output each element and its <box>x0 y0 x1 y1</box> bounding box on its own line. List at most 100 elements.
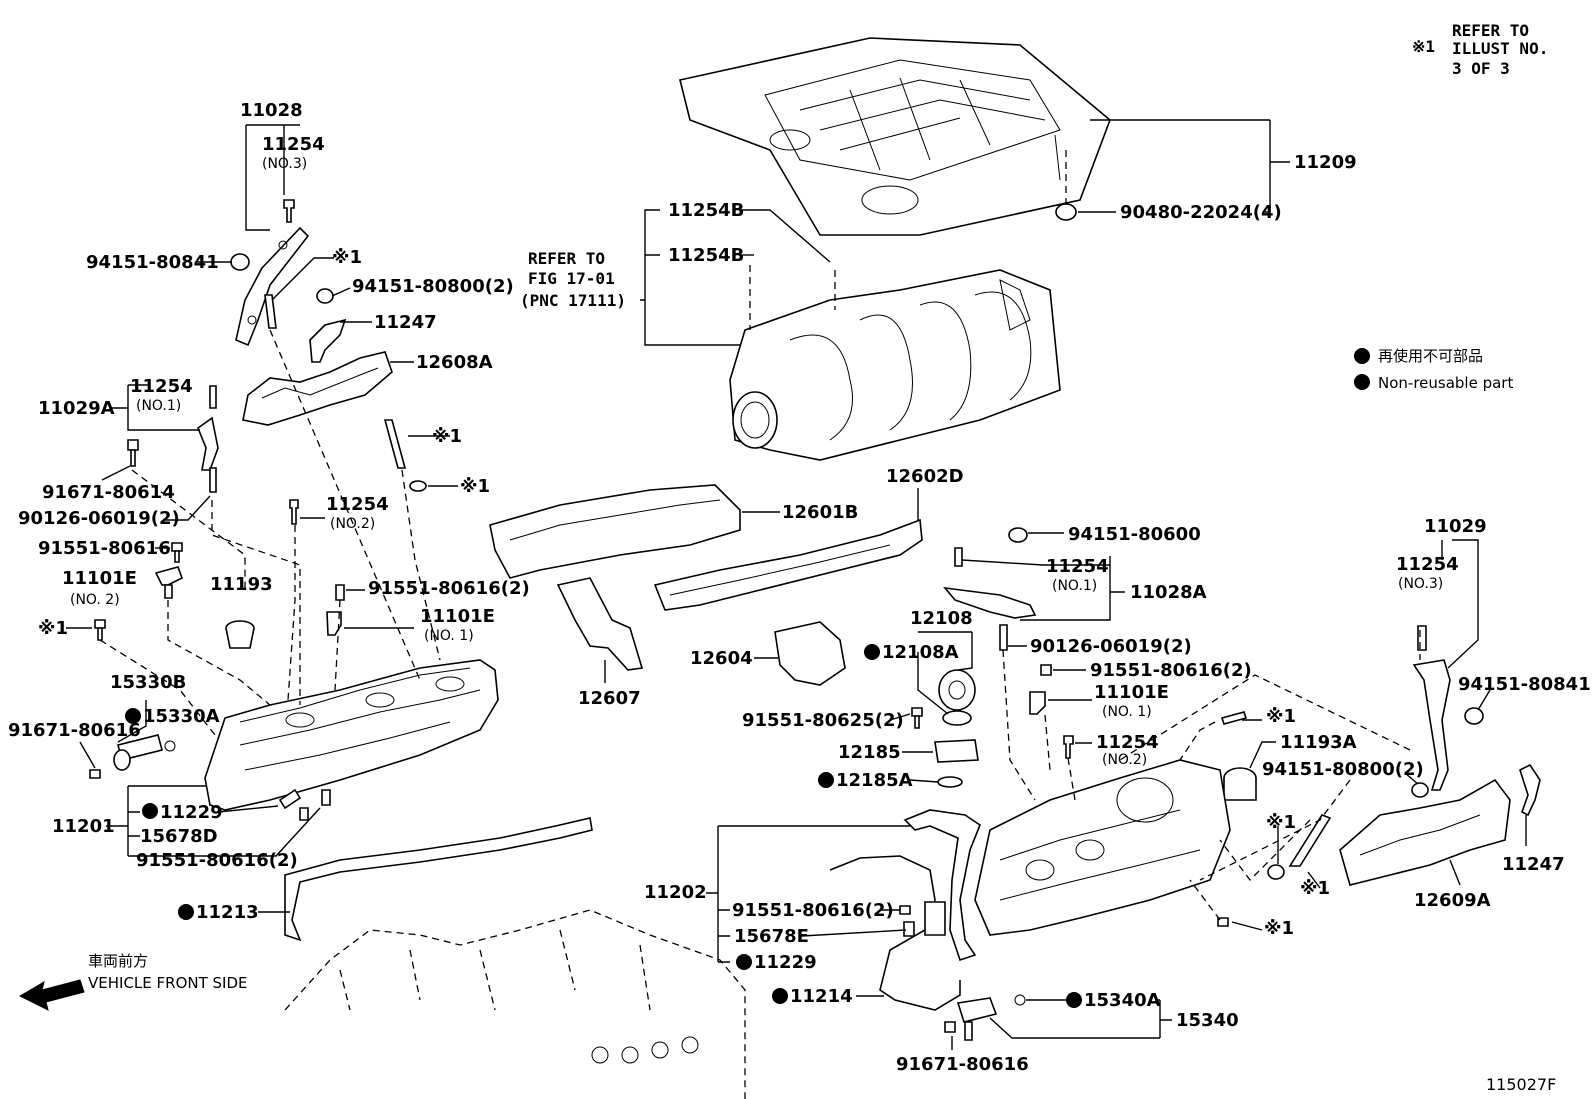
label-15340: 15340 <box>1176 1010 1239 1031</box>
bolt-11254-no2-drawing <box>289 499 299 525</box>
illustration-number: 115027F <box>1486 1075 1556 1094</box>
bolt-91671-80616-drawing <box>89 769 101 779</box>
cap-11193-drawing <box>225 620 255 649</box>
label-91671-80614: 91671-80614 <box>42 482 175 503</box>
gasket-12185-drawing <box>934 739 979 788</box>
label-11029: 11029 <box>1424 516 1487 537</box>
non-reusable-dot-icon <box>178 904 194 920</box>
label-12108A: 12108A <box>882 642 959 663</box>
insulator-12602D-drawing <box>653 518 923 611</box>
cylinder-head-cover-11201-drawing <box>204 659 499 811</box>
non-reusable-dot-icon <box>1354 348 1370 364</box>
label-12602D: 12602D <box>886 466 964 487</box>
ocv-15330B-drawing <box>113 734 176 771</box>
cap-11193A-drawing <box>1223 767 1257 801</box>
bracket-11247-right-drawing <box>1519 763 1541 817</box>
label-90480-22024: 90480-22024(4) <box>1120 202 1282 223</box>
insulator-12604-drawing <box>774 621 846 686</box>
label-91551-80616-2-bottom: 91551-80616(2) <box>732 900 894 921</box>
ocv-15340-drawing <box>944 994 1026 1041</box>
label-11101E-no2-sub: (NO. 2) <box>70 592 120 608</box>
front-arrow-icon <box>18 979 85 1011</box>
label-11028: 11028 <box>240 100 303 121</box>
label-15678E: 15678E <box>734 926 809 947</box>
front-label-en: VEHICLE FRONT SIDE <box>88 974 248 992</box>
non-reusable-dot-icon <box>125 708 141 724</box>
insulator-12601B-drawing <box>489 484 741 579</box>
refer-fig-line3: (PNC 17111) <box>520 291 626 310</box>
non-reusable-dot-icon <box>142 803 158 819</box>
bolt-91671-80614-drawing <box>127 439 139 467</box>
bolt-15678D-drawing <box>299 789 331 821</box>
label-94151-80800-left: 94151-80800(2) <box>352 276 514 297</box>
label-11029A: 11029A <box>38 398 115 419</box>
label-91551-80616-left: 91551-80616 <box>38 538 171 559</box>
label-11247-right: 11247 <box>1502 854 1565 875</box>
label-11201: 11201 <box>52 816 115 837</box>
stud-x1-drawing <box>383 419 427 492</box>
label-12185: 12185 <box>838 742 901 763</box>
bolt-11254-no2-right-drawing <box>1063 735 1074 759</box>
label-11254-no2-right: 11254 <box>1096 732 1159 753</box>
bolt-91551-80616-drawing <box>171 542 183 563</box>
label-11254-no1-left-sub: (NO.1) <box>136 398 181 414</box>
refer-fig-line2: FIG 17-01 <box>528 269 615 288</box>
refer-mark: ※1 <box>1412 37 1435 56</box>
label-91551-80616-2-mid: 91551-80616(2) <box>368 578 530 599</box>
ref-mark-6: ※1 <box>1266 812 1296 833</box>
engine-cover-drawing <box>679 37 1111 236</box>
bolt-11254-no3-drawing <box>283 199 295 223</box>
label-91671-80616-bottom: 91671-80616 <box>896 1054 1029 1075</box>
label-15330A: 15330A <box>143 706 220 727</box>
assembly-lines <box>99 265 1421 921</box>
nut-94151-80841-drawing <box>230 253 250 271</box>
label-15330B: 15330B <box>110 672 186 693</box>
sensor-11101E-no2-drawing <box>154 566 183 599</box>
bolt-x1-drawing <box>94 619 106 641</box>
label-12185A: 12185A <box>836 770 913 791</box>
refer-line1: REFER TO <box>1452 21 1529 40</box>
stud-x1-right2-drawing <box>1267 814 1332 880</box>
label-11214: 11214 <box>790 986 853 1007</box>
label-12604: 12604 <box>690 648 753 669</box>
stud-drawing <box>264 294 277 329</box>
non-reusable-dot-icon <box>864 644 880 660</box>
nut-94151-80800-drawing <box>316 288 334 304</box>
label-11101E-no1-left-sub: (NO. 1) <box>424 628 474 644</box>
label-11254-no3-right-sub: (NO.3) <box>1398 576 1443 592</box>
sensor-11101E-no1-drawing <box>326 584 345 636</box>
refer-line3: 3 OF 3 <box>1452 59 1510 78</box>
label-94151-80841-left: 94151-80841 <box>86 252 219 273</box>
insulator-12609A-drawing <box>1339 778 1511 886</box>
label-91551-80616-2-right: 91551-80616(2) <box>1090 660 1252 681</box>
label-11101E-no1-right-sub: (NO. 1) <box>1102 704 1152 720</box>
label-11254-no3: 11254 <box>262 134 325 155</box>
non-reusable-dot-icon <box>818 772 834 788</box>
bolt-91551-80625-drawing <box>911 707 923 729</box>
label-11229-right: 11229 <box>754 952 817 973</box>
label-91551-80625: 91551-80625(2) <box>742 710 904 731</box>
stud-x1-right-drawing <box>1220 711 1248 725</box>
refer-line2: ILLUST NO. <box>1452 39 1548 58</box>
label-12108: 12108 <box>910 608 973 629</box>
label-12607: 12607 <box>578 688 641 709</box>
non-reusable-dot-icon <box>736 954 752 970</box>
bolt-91551-80616-right-drawing <box>899 901 946 937</box>
ref-mark-1: ※1 <box>332 247 362 268</box>
bolt-x1-right-drawing <box>1217 917 1229 927</box>
gasket-11229-drawing <box>278 788 302 810</box>
grommet-drawing <box>1055 150 1077 221</box>
sensor-11101E-no1-right-drawing <box>1029 664 1052 715</box>
legend-jp: 再使用不可部品 <box>1378 347 1483 365</box>
gasket-11213-drawing <box>284 817 593 942</box>
label-11254B-upper: 11254B <box>668 200 744 221</box>
label-11193: 11193 <box>210 574 273 595</box>
label-11028A: 11028A <box>1130 582 1207 603</box>
label-15340A: 15340A <box>1084 990 1161 1011</box>
cylinder-head-cover-11202-drawing <box>974 759 1231 936</box>
label-11254-no1-right: 11254 <box>1046 556 1109 577</box>
left-bracket-11028-drawing <box>235 226 310 347</box>
non-reusable-dot-icon <box>1066 992 1082 1008</box>
label-15678D: 15678D <box>140 826 218 847</box>
refer-illust-note: ※1 REFER TO ILLUST NO. 3 OF 3 <box>1412 21 1548 78</box>
